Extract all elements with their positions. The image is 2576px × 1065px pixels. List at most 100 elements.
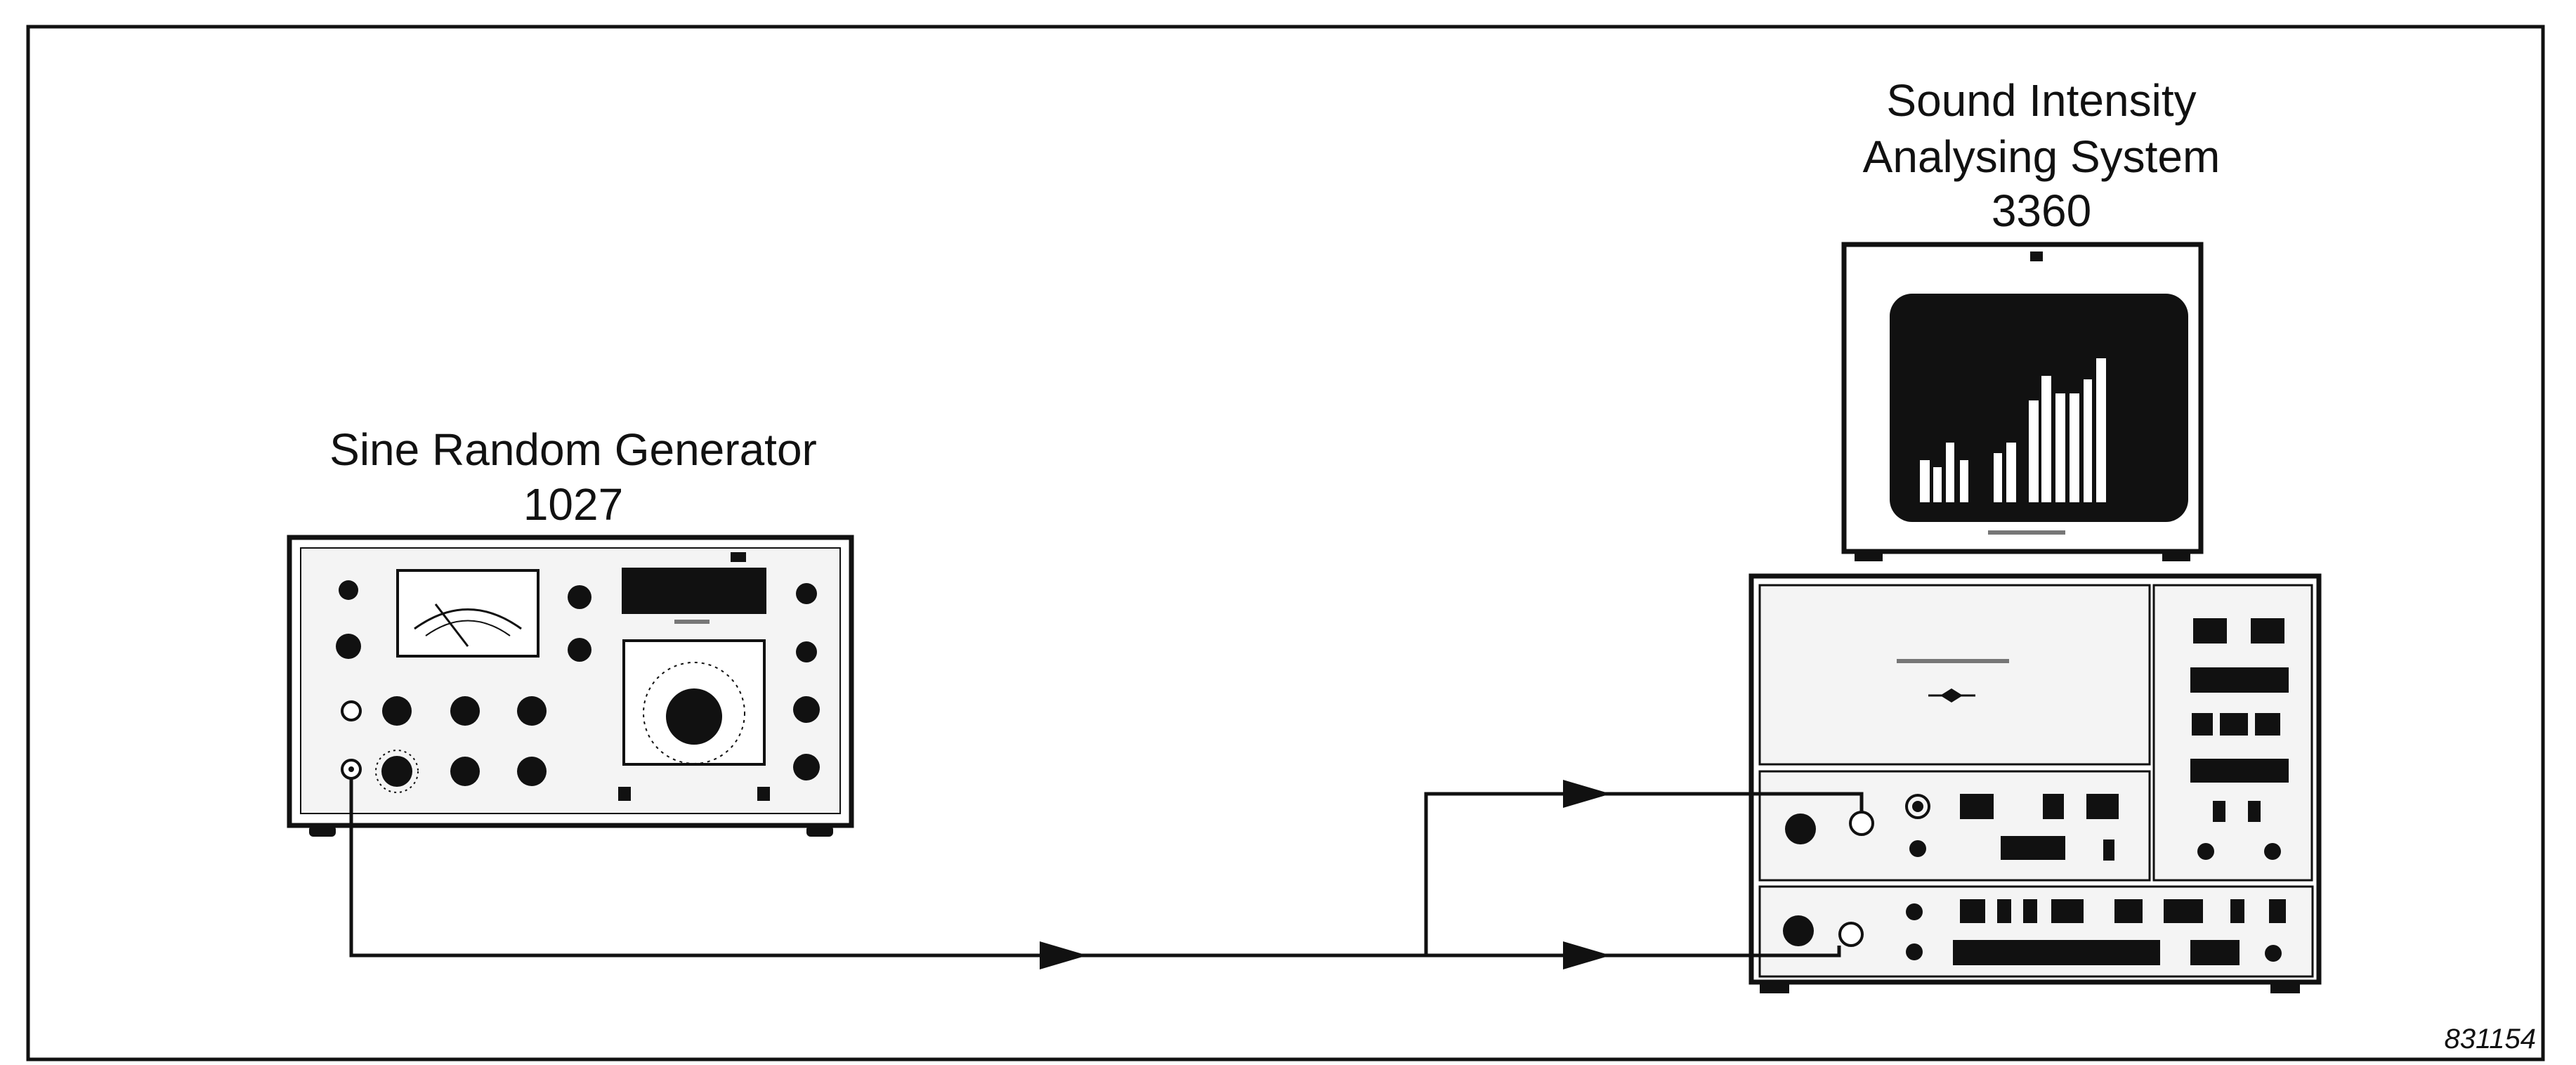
- generator-foot-left: [309, 825, 336, 837]
- spectrum-bar: [2029, 400, 2039, 502]
- analyser-upper-input-socket: [1849, 811, 1874, 836]
- analyser-button: [2051, 899, 2084, 923]
- analyser-button: [2043, 794, 2064, 819]
- generator-knob: [793, 754, 820, 780]
- analyser-button: [2230, 899, 2244, 923]
- generator-model: 1027: [523, 479, 623, 530]
- analyser-button-strip: [2190, 759, 2289, 783]
- analyser-button: [2269, 899, 2286, 923]
- spectrum-bar: [1960, 460, 1968, 502]
- monitor-foot-left: [1855, 551, 1883, 561]
- analyser-button: [2213, 801, 2225, 822]
- analyser-button: [2086, 794, 2119, 819]
- generator-switch: [757, 787, 770, 801]
- generator-knob: [517, 757, 547, 786]
- analyser-button: [2248, 801, 2261, 822]
- spectrum-bar: [1994, 453, 2002, 502]
- analyser-button-strip: [2190, 940, 2240, 965]
- analyser-button: [2114, 899, 2143, 923]
- generator-knob: [336, 634, 361, 659]
- generator-knob: [568, 585, 591, 609]
- analyser-knob: [2264, 843, 2281, 860]
- analyser-button: [2193, 618, 2227, 643]
- generator-knob: [796, 583, 817, 604]
- analyser-lower-input-socket: [1838, 922, 1864, 947]
- analyser-main-label: [1897, 659, 2009, 663]
- generator-knob: [381, 756, 412, 787]
- signal-cables: [349, 778, 1864, 969]
- analyser-knob: [1785, 814, 1816, 844]
- analyser-knob: [2197, 843, 2214, 860]
- sound-intensity-analysing-system: [1748, 242, 2322, 993]
- analyser-knob: [1783, 915, 1814, 946]
- spectrum-bar: [2055, 393, 2065, 502]
- generator-knob-ring: [375, 750, 419, 793]
- analyser-button: [1997, 899, 2011, 923]
- generator-switch: [618, 787, 631, 801]
- analyser-main-section: [1758, 584, 2151, 766]
- upper-input-cable: [1424, 792, 1864, 955]
- analyser-model: 3360: [1992, 185, 2091, 236]
- analyser-upper-module: [1758, 770, 2151, 882]
- analyser-button: [2192, 713, 2213, 736]
- analyser-knob: [1912, 801, 1923, 812]
- spectrum-bar: [1920, 460, 1930, 502]
- analyser-button: [2255, 713, 2280, 736]
- spectrum-bar: [2070, 393, 2079, 502]
- analyser-button: [2164, 899, 2203, 923]
- spectrum-bar: [2096, 358, 2106, 502]
- meter-scale: [414, 608, 522, 630]
- monitor-label: [1988, 530, 2065, 535]
- analyser-foot-left: [1760, 982, 1789, 993]
- analyser-button-strip: [2190, 667, 2289, 693]
- generator-knob: [793, 696, 820, 723]
- generator-meter: [396, 569, 540, 658]
- frequency-dial-scale: [643, 662, 745, 764]
- diagram-frame: [26, 25, 2545, 1061]
- analyser-button: [1960, 794, 1994, 819]
- spectrum-bar: [2084, 379, 2092, 502]
- analyser-button-strip: [1953, 940, 2160, 965]
- spectrum-bar: [2006, 443, 2016, 502]
- analyser-knob: [1909, 840, 1926, 857]
- generator-foot-right: [806, 825, 833, 837]
- analyser-button: [2023, 899, 2037, 923]
- monitor-logo: [2030, 251, 2043, 261]
- sine-random-generator: [287, 535, 854, 837]
- spectrum-bar: [1933, 467, 1942, 502]
- analyser-title-line1: Sound Intensity: [1886, 75, 2196, 126]
- generator-knob: [341, 700, 362, 721]
- generator-title: Sine Random Generator: [329, 424, 817, 475]
- frequency-dial-knob: [666, 688, 722, 745]
- analyser-knob: [1906, 903, 1923, 920]
- flow-arrow: [1040, 941, 1087, 969]
- generator-output-socket-center: [348, 766, 354, 772]
- generator-knob: [450, 757, 480, 786]
- generator-display: [622, 568, 766, 614]
- generator-knob: [517, 696, 547, 726]
- spectrum-bar: [1946, 443, 1954, 502]
- analyser-button: [2103, 839, 2114, 861]
- analyser-button-strip: [2001, 836, 2065, 860]
- generator-knob: [450, 696, 480, 726]
- flow-arrow: [1563, 780, 1611, 808]
- analyser-button: [2220, 713, 2248, 736]
- figure-number: 831154: [2444, 1024, 2536, 1054]
- analyser-knob: [1906, 943, 1923, 960]
- generator-logo: [731, 552, 746, 562]
- analyser-button: [2251, 618, 2284, 643]
- analyser-button: [1960, 899, 1985, 923]
- meter-scale-inner: [425, 620, 511, 636]
- generator-knob: [796, 641, 817, 662]
- analyser-knob-ring: [1905, 794, 1930, 819]
- analyser-foot-right: [2270, 982, 2300, 993]
- generator-knob: [382, 696, 412, 726]
- analyser-title-line2: Analysing System: [1863, 131, 2221, 182]
- generator-display-label: [674, 620, 710, 624]
- generator-knob: [568, 638, 591, 662]
- generator-knob: [339, 580, 358, 600]
- meter-needle: [434, 603, 469, 647]
- monitor-foot-right: [2162, 551, 2190, 561]
- spectrum-bar: [2041, 376, 2051, 502]
